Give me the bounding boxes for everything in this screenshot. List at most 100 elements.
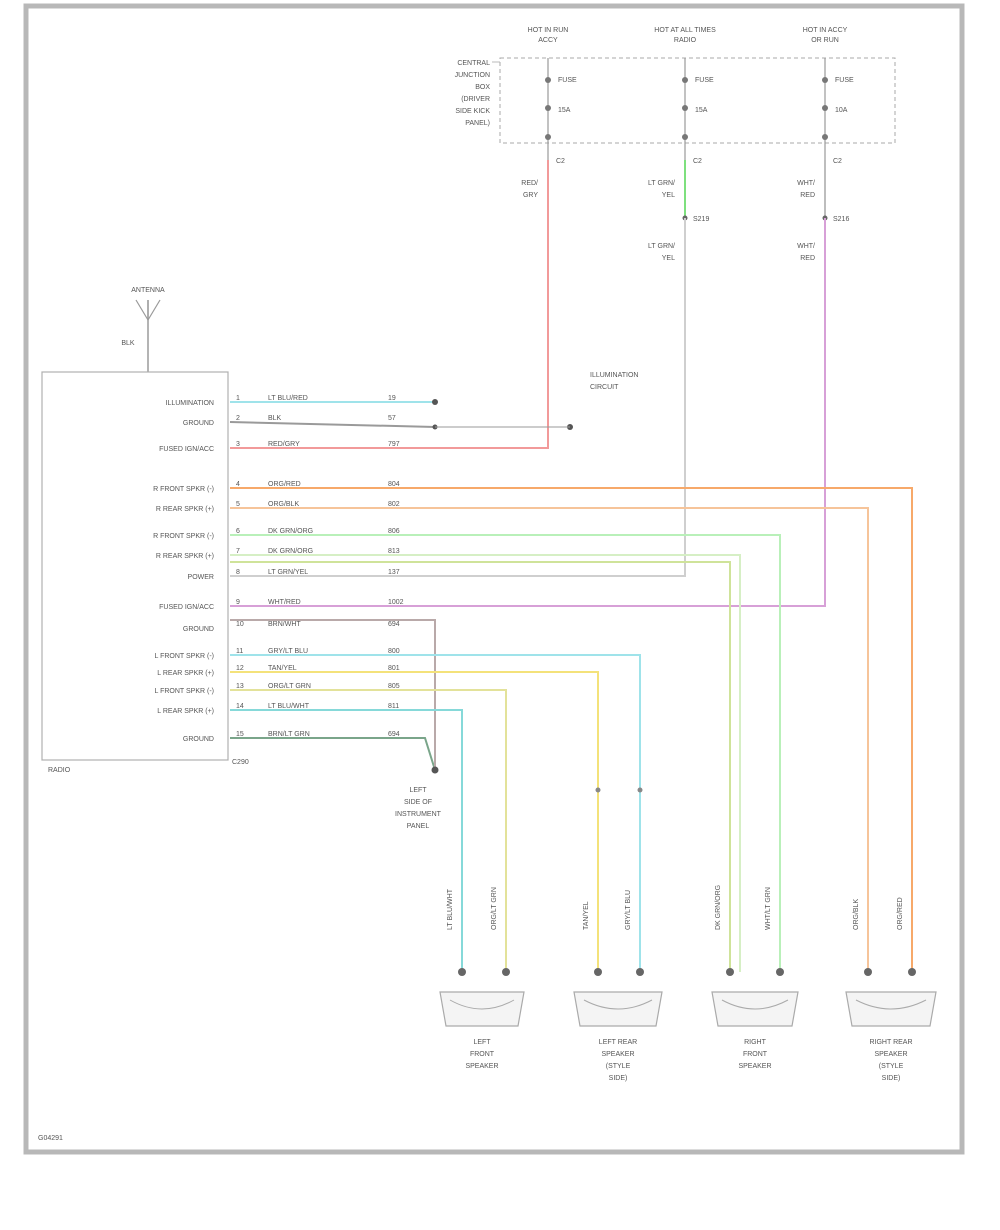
fuse-header-2b: RADIO xyxy=(674,37,697,44)
pin-number: 15 xyxy=(236,731,244,738)
speaker-wires xyxy=(230,487,913,972)
svg-text:WHT/: WHT/ xyxy=(797,243,815,250)
wire-fuse2-radio: LT GRN/ YEL S219 LT GRN/ YEL xyxy=(230,160,709,577)
speaker-right-front: RIGHT FRONT SPEAKER xyxy=(711,968,799,1070)
svg-text:(STYLE: (STYLE xyxy=(606,1063,631,1070)
speaker-wire-label: TAN/YEL xyxy=(583,901,590,930)
pin-number: 8 xyxy=(236,569,240,576)
diagram-frame xyxy=(23,3,965,1155)
pin-number: 11 xyxy=(236,648,243,655)
pin-function: R REAR SPKR (+) xyxy=(156,553,214,560)
pin-circuit-number: 1002 xyxy=(388,599,404,606)
svg-text:RED: RED xyxy=(800,255,815,262)
svg-text:C290: C290 xyxy=(232,759,249,766)
svg-text:RED/: RED/ xyxy=(521,180,538,187)
pin-function: GROUND xyxy=(183,626,214,633)
svg-text:SIDE): SIDE) xyxy=(609,1075,628,1082)
pin-wire-color: BRN/LT GRN xyxy=(268,731,310,738)
pin-function: R REAR SPKR (+) xyxy=(156,506,214,513)
wire-fuse3-radio: WHT/ RED S216 WHT/ RED xyxy=(230,160,849,607)
pin-circuit-number: 802 xyxy=(388,501,400,508)
pin-circuit-number: 804 xyxy=(388,481,400,488)
illumination-splice: ILLUMINATION CIRCUIT xyxy=(432,372,639,430)
pin-circuit-number: 813 xyxy=(388,548,400,555)
splice-dot-icon xyxy=(432,399,438,405)
speaker-wire-label: ORG/RED xyxy=(897,897,904,930)
pin-function: L REAR SPKR (+) xyxy=(157,708,214,715)
pin-circuit-number: 806 xyxy=(388,528,400,535)
ground-point: LEFT SIDE OF INSTRUMENT PANEL xyxy=(230,619,442,830)
pin-function: GROUND xyxy=(183,736,214,743)
svg-text:SIDE OF: SIDE OF xyxy=(404,799,432,806)
pin-function: L REAR SPKR (+) xyxy=(157,670,214,677)
pin-function: FUSED IGN/ACC xyxy=(159,604,214,611)
wire-fuse1-radio: RED/ GRY xyxy=(230,160,549,449)
pin-wire-color: LT BLU/RED xyxy=(268,395,308,402)
ground-icon xyxy=(431,766,439,774)
svg-text:RIGHT REAR: RIGHT REAR xyxy=(869,1039,912,1046)
svg-text:15A: 15A xyxy=(695,107,708,114)
svg-text:RED: RED xyxy=(800,192,815,199)
fuse-header-2a: HOT AT ALL TIMES xyxy=(654,27,716,34)
svg-text:C2: C2 xyxy=(833,158,842,165)
svg-text:SPEAKER: SPEAKER xyxy=(465,1063,498,1070)
speaker-left-front: LEFT FRONT SPEAKER xyxy=(439,968,525,1070)
speaker-right-rear: RIGHT REAR SPEAKER (STYLE SIDE) xyxy=(845,968,937,1082)
svg-text:S219: S219 xyxy=(693,216,709,223)
speaker-wire-label: WHT/LT GRN xyxy=(765,887,772,930)
svg-text:ANTENNA: ANTENNA xyxy=(131,287,165,294)
pin-circuit-number: 800 xyxy=(388,648,400,655)
pin-number: 12 xyxy=(236,665,244,672)
svg-text:CENTRAL: CENTRAL xyxy=(457,60,490,67)
svg-text:PANEL): PANEL) xyxy=(465,120,490,127)
figure-number: G04291 xyxy=(38,1135,63,1142)
svg-text:FUSE: FUSE xyxy=(835,77,854,84)
svg-text:INSTRUMENT: INSTRUMENT xyxy=(395,811,442,818)
svg-text:YEL: YEL xyxy=(662,192,675,199)
svg-text:ILLUMINATION: ILLUMINATION xyxy=(590,372,639,379)
pin-number: 9 xyxy=(236,599,240,606)
pin-number: 2 xyxy=(236,415,240,422)
fuse-icon xyxy=(822,77,828,83)
pin-wire-color: LT GRN/YEL xyxy=(268,569,308,576)
svg-text:SPEAKER: SPEAKER xyxy=(874,1051,907,1058)
pin-number: 14 xyxy=(236,703,244,710)
pin-number: 5 xyxy=(236,501,240,508)
svg-text:LT GRN/: LT GRN/ xyxy=(648,180,675,187)
svg-text:SIDE): SIDE) xyxy=(882,1075,901,1082)
pin-function: L FRONT SPKR (-) xyxy=(154,653,214,660)
speaker-wire-label: LT BLU/WHT xyxy=(447,888,454,930)
svg-text:10A: 10A xyxy=(835,107,848,114)
svg-text:CIRCUIT: CIRCUIT xyxy=(590,384,619,391)
svg-text:15A: 15A xyxy=(558,107,571,114)
svg-text:FRONT: FRONT xyxy=(743,1051,768,1058)
svg-text:FUSE: FUSE xyxy=(695,77,714,84)
pin-number: 7 xyxy=(236,548,240,555)
pin-number: 13 xyxy=(236,683,244,690)
pin-wire-color: BLK xyxy=(268,415,282,422)
speaker-wire-label: DK GRN/ORG xyxy=(715,885,722,930)
fuse-header-1b: ACCY xyxy=(538,37,558,44)
svg-text:JUNCTION: JUNCTION xyxy=(455,72,490,79)
svg-text:SPEAKER: SPEAKER xyxy=(738,1063,771,1070)
speaker-left-rear: LEFT REAR SPEAKER (STYLE SIDE) xyxy=(573,968,663,1082)
pin-circuit-number: 57 xyxy=(388,415,396,422)
svg-text:LEFT: LEFT xyxy=(409,787,427,794)
fuse-header-3a: HOT IN ACCY xyxy=(803,27,848,34)
antenna-icon: ANTENNA BLK xyxy=(121,287,165,372)
fuse-1: FUSE 15A C2 xyxy=(545,58,577,165)
svg-text:C2: C2 xyxy=(556,158,565,165)
